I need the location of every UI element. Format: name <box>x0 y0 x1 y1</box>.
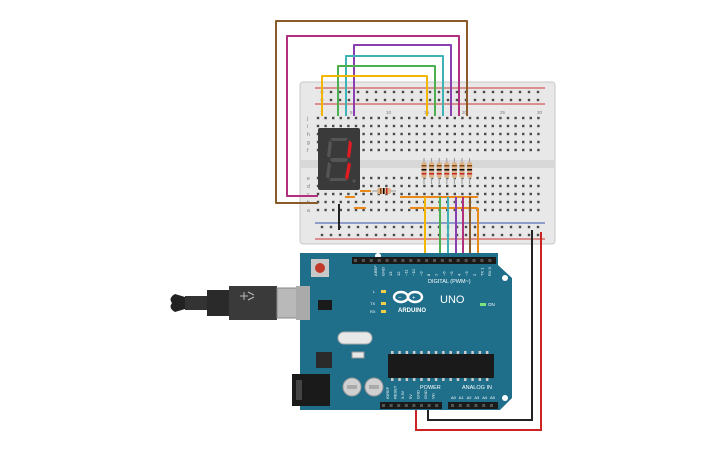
wire-green[interactable] <box>337 65 436 116</box>
power-pin-label-1: RESET <box>393 385 398 399</box>
row-letter-i: i <box>307 124 308 130</box>
power-pin-label-3: 5V <box>408 394 413 399</box>
analog-pin-label-3: A3 <box>474 395 480 400</box>
digital-pin-label-4: ~11 <box>403 269 408 276</box>
mount-hole <box>502 395 508 401</box>
col-number-20: 20 <box>462 110 468 115</box>
icsp-header <box>318 300 332 310</box>
svg-text:+: + <box>412 296 416 302</box>
col-number-5: 5 <box>350 110 353 115</box>
usb-jack <box>296 286 310 320</box>
tx-led-icon <box>381 302 386 305</box>
on-label: ON <box>488 302 495 307</box>
col-number-25: 25 <box>500 110 506 115</box>
power-pin-label-0: IOREF <box>385 386 390 399</box>
digital-label: DIGITAL (PWM~) <box>428 279 471 285</box>
digital-pin-label-12: ~3 <box>464 271 469 276</box>
reset-button-icon[interactable] <box>311 259 329 277</box>
resistor-single[interactable] <box>372 188 396 194</box>
digital-pin-label-7: 8 <box>426 273 431 276</box>
arduino-uno-board[interactable]: − + ARDUINO UNO DIGITAL (PWM~) POWER ANA… <box>292 253 512 410</box>
power-header[interactable] <box>380 402 442 409</box>
digital-pin-label-8: 7 <box>434 273 439 276</box>
crystal <box>337 331 373 345</box>
atmega-chip <box>388 354 494 378</box>
rx-led-icon <box>381 310 386 313</box>
digital-pin-label-14: TX 1 <box>479 267 484 276</box>
svg-text:−: − <box>398 296 402 302</box>
col-number-30: 30 <box>537 110 543 115</box>
voltage-regulator <box>316 352 332 368</box>
power-pin-label-4: GND <box>415 390 420 399</box>
l-led-icon <box>381 290 386 293</box>
row-letter-a: a <box>307 208 310 214</box>
analog-pin-label-4: A4 <box>482 395 488 400</box>
analog-header[interactable] <box>448 402 498 409</box>
row-letter-f: f <box>307 148 309 154</box>
segment-c <box>345 162 351 180</box>
analog-pin-label-5: A5 <box>490 395 496 400</box>
top-loop-wires[interactable] <box>275 20 468 204</box>
digital-pin-label-5: ~10 <box>411 268 416 276</box>
wire-yellow[interactable] <box>321 75 428 116</box>
wire-cyan[interactable] <box>345 55 444 116</box>
l-label: L <box>373 289 376 294</box>
breadboard-center-channel <box>300 160 555 168</box>
small-cap <box>351 351 365 359</box>
digital-pin-label-3: 12 <box>396 271 401 276</box>
row-letter-d: d <box>307 184 310 190</box>
digital-pin-label-1: GND <box>381 267 386 276</box>
col-number-10: 10 <box>386 110 392 115</box>
wire-magenta[interactable] <box>286 35 460 197</box>
digital-pin-label-13: 2 <box>472 273 477 276</box>
power-label: POWER <box>420 385 441 391</box>
digital-pin-label-11: 4 <box>457 273 462 276</box>
decimal-point <box>352 179 356 183</box>
wire-gnd[interactable] <box>427 230 533 421</box>
row-letter-j: j <box>306 116 308 122</box>
row-letter-h: h <box>307 132 310 138</box>
power-pin-label-5: GND <box>423 390 428 399</box>
on-led-icon <box>480 303 486 306</box>
digital-pin-label-0: AREF <box>373 265 378 276</box>
analog-pin-label-2: A2 <box>467 395 473 400</box>
seven-segment-display[interactable]: 1 <box>0 0 360 190</box>
arduino-infinity-logo-icon: − + <box>392 290 424 304</box>
analog-pin-label-1: A1 <box>459 395 465 400</box>
digital-pin-label-9: ~6 <box>441 271 446 276</box>
display-digit-value: 1 <box>0 0 1 1</box>
display-segments-off <box>326 138 348 181</box>
digital-pin-label-2: 13 <box>388 271 393 276</box>
resistor-array[interactable] <box>421 158 473 184</box>
arduino-pin-wires[interactable] <box>415 197 542 431</box>
wire-purple[interactable] <box>353 44 452 116</box>
segment-b <box>347 140 352 158</box>
row-letter-g: g <box>307 140 310 146</box>
rx-label: RX <box>370 309 376 314</box>
wire-5v[interactable] <box>415 232 542 431</box>
usb-plug-icon[interactable] <box>170 286 310 320</box>
digital-pin-label-15: RX 0 <box>487 266 492 276</box>
analog-pin-label-0: A0 <box>451 395 457 400</box>
power-pin-label-6: Vin <box>431 393 436 399</box>
analog-label: ANALOG IN <box>462 385 492 391</box>
digital-pin-label-10: ~5 <box>449 271 454 276</box>
digital-pin-label-6: ~9 <box>419 271 424 276</box>
tx-label: TX <box>370 301 375 306</box>
model-label: UNO <box>440 294 465 306</box>
row-letter-e: e <box>307 176 310 182</box>
digital-header[interactable] <box>352 257 496 264</box>
brand-label: ARDUINO <box>398 308 426 314</box>
power-pin-label-2: 3.3V <box>400 390 405 399</box>
mount-hole <box>502 275 508 281</box>
wire-brown[interactable] <box>275 20 468 204</box>
